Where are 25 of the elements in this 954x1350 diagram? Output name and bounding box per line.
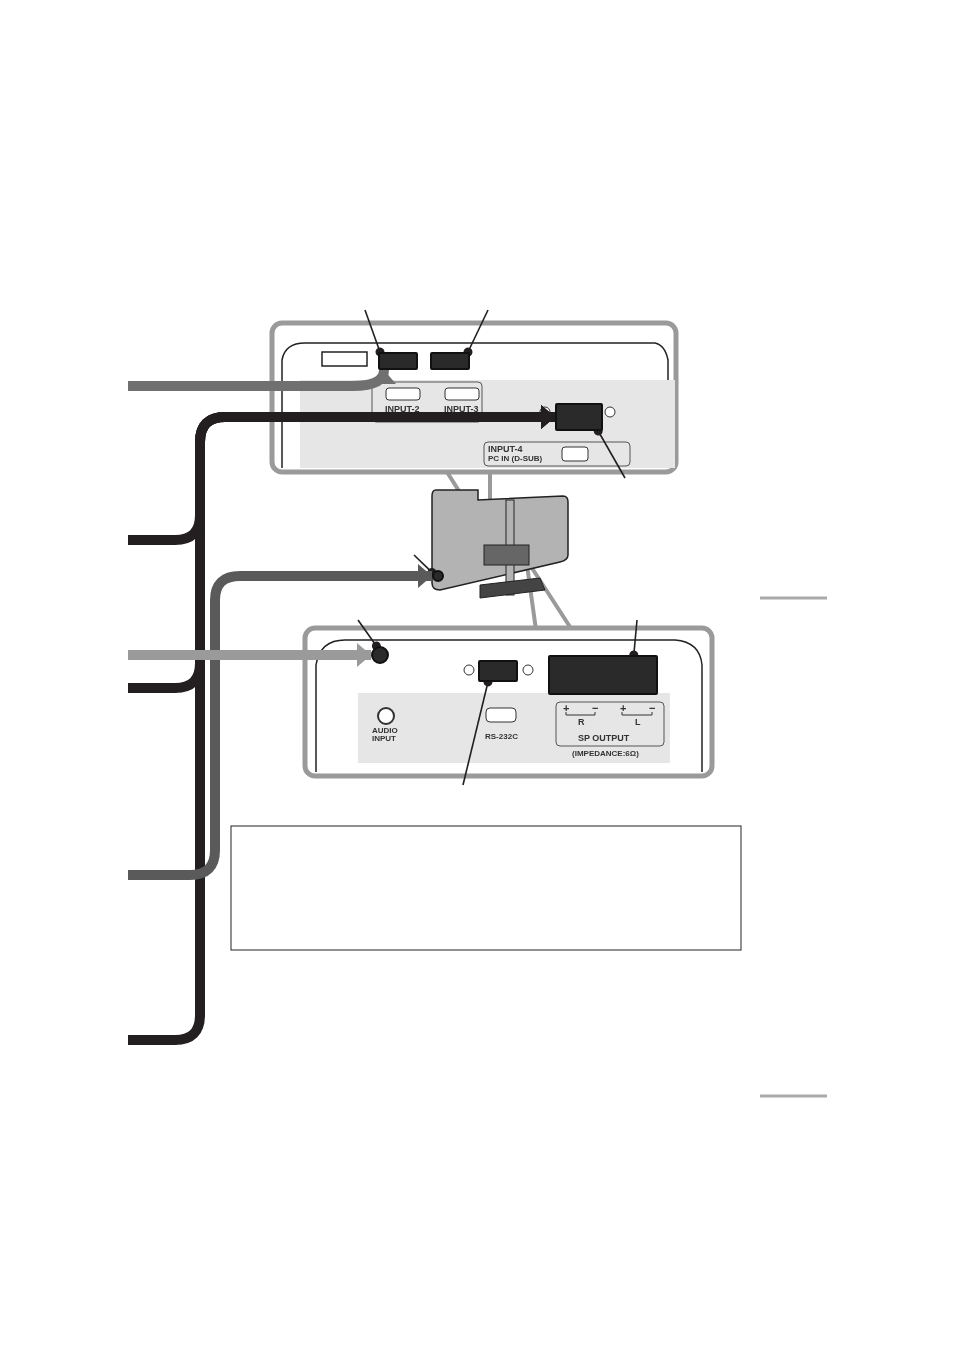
panel-label: INPUT-2 [385, 405, 420, 414]
panel-label: SP OUTPUT [578, 734, 630, 743]
panel-label: − [592, 703, 599, 714]
panel-label: (IMPEDANCE:6Ω) [572, 750, 639, 758]
leader-line [357, 619, 381, 651]
leader-line [463, 309, 489, 357]
leader-line [364, 309, 385, 357]
panel-label: INPUT-3 [444, 405, 479, 414]
serial-port [478, 660, 518, 682]
cable-arrow [128, 643, 371, 667]
hdmi-port [378, 352, 418, 370]
panel-label: − [649, 703, 656, 714]
panel-label: PC IN (D-SUB) [488, 455, 543, 463]
panel-label: L [635, 718, 641, 727]
hdmi-port [430, 352, 470, 370]
vga-port [555, 403, 603, 431]
cable-arrow [128, 369, 395, 391]
panel-label: + [563, 703, 570, 714]
panel-label: R [578, 718, 585, 727]
panel-label: AUDIO INPUT [372, 727, 399, 743]
cable-arrow [128, 564, 432, 880]
panel-label: + [620, 703, 627, 714]
panel-label: INPUT-4 [488, 445, 523, 454]
speaker-terminals [548, 655, 658, 695]
panel-label: RS-232C [485, 733, 518, 741]
